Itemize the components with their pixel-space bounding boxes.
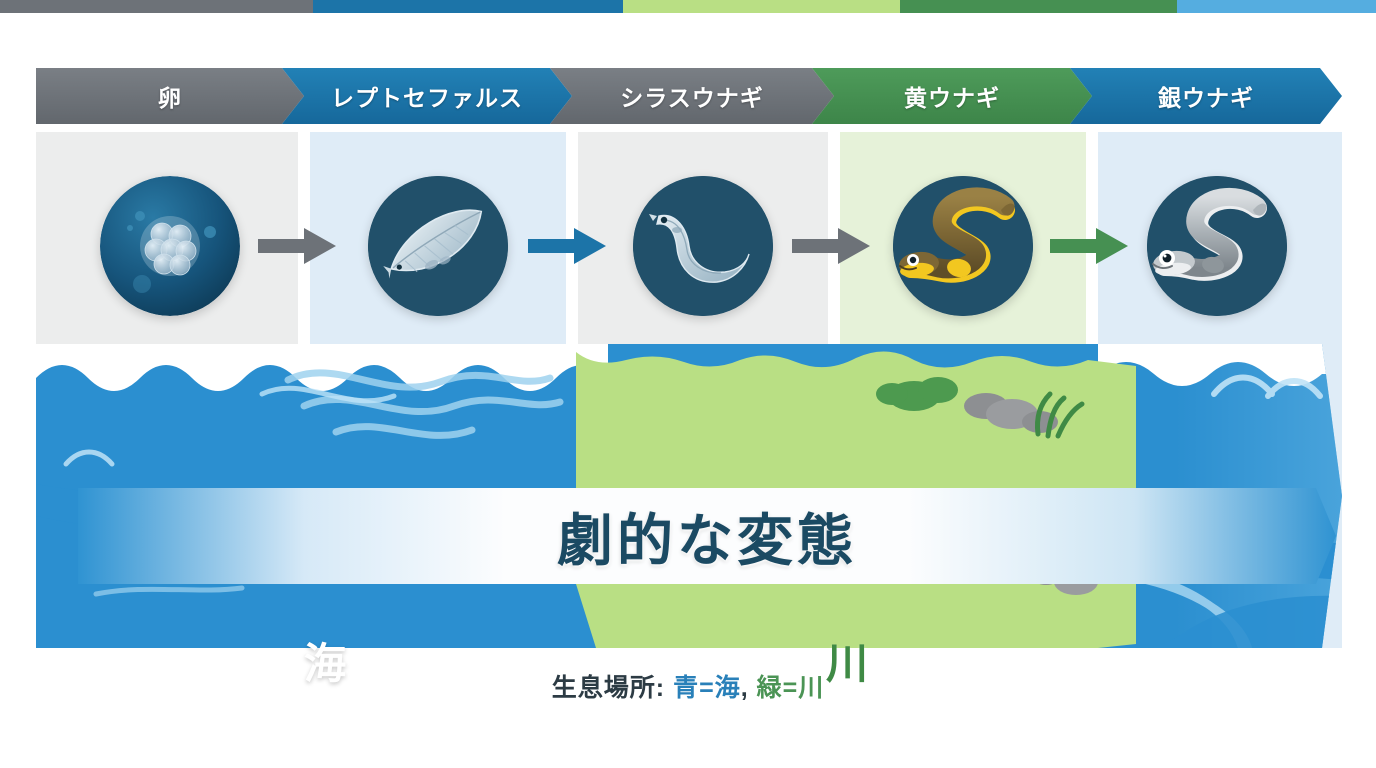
stage-ribbon-leptocephalus[interactable]: レプトセファルス: [282, 68, 572, 124]
topbar-segment-egg: [0, 0, 313, 13]
banner-title: 劇的な変態: [557, 508, 857, 572]
habitat-label-sea: 海: [304, 640, 349, 687]
banner-shape: [78, 488, 1336, 584]
habitat-legend-caption: 生息場所: 青=海, 緑=川: [0, 668, 1376, 704]
stage-ribbon-yellow-eel[interactable]: 黄ウナギ: [812, 68, 1092, 124]
topbar-segment-yellow-eel: [900, 0, 1177, 13]
caption-sea-key: 青=海: [673, 674, 741, 702]
stage-icon-cell-egg: [36, 146, 304, 346]
caption-prefix: 生息場所:: [551, 674, 674, 702]
caption-river-key: 緑=川: [756, 674, 825, 702]
arrow-leptocephalus-to-glass-eel: [528, 226, 606, 266]
arrow-yellow-eel-to-silver-eel: [1050, 226, 1128, 266]
stage-icon-cell-glass-eel: [572, 146, 834, 346]
riverbank-grass: [1035, 391, 1085, 439]
metamorphosis-banner: 劇的な変態: [78, 488, 1336, 584]
caption-separator: ,: [740, 674, 757, 702]
stage-ribbon-row: 卵 レプトセファルス シラスウナギ 黄ウナギ 銀ウナギ: [36, 68, 1342, 132]
stage-icon-cell-yellow-eel: [834, 146, 1092, 346]
stage-icon-cell-silver-eel: [1092, 146, 1342, 346]
silver-eel-icon[interactable]: [1147, 176, 1287, 316]
habitat-label-river: 川: [826, 640, 871, 687]
riverbank-bush: [876, 377, 958, 411]
stage-ribbon-silver-eel[interactable]: 銀ウナギ: [1070, 68, 1342, 124]
stage-ribbon-egg[interactable]: 卵: [36, 68, 304, 124]
stage-icon-row: [36, 146, 1342, 346]
yellow-eel-icon[interactable]: [893, 176, 1033, 316]
stage-ribbon-label-egg: 卵: [158, 85, 182, 111]
eel-egg-cluster-icon[interactable]: [100, 176, 240, 316]
topbar-segment-leptocephalus: [313, 0, 623, 13]
stage-ribbon-label-glass-eel: シラスウナギ: [620, 85, 764, 111]
topbar-segment-glass-eel: [623, 0, 900, 13]
topbar-segment-silver-eel: [1177, 0, 1376, 13]
life-cycle-figure: 劇的な変態 海 川 卵 レプトセファルス シラスウナギ 黄ウナギ 銀ウナギ: [36, 68, 1342, 687]
glass-eel-icon[interactable]: [633, 176, 773, 316]
stage-ribbon-label-silver-eel: 銀ウナギ: [1158, 85, 1254, 111]
leptocephalus-larva-icon[interactable]: [368, 176, 508, 316]
top-color-bar: [0, 0, 1376, 13]
stage-ribbon-label-yellow-eel: 黄ウナギ: [904, 85, 1000, 111]
arrow-egg-to-leptocephalus: [258, 226, 336, 266]
stage-ribbon-glass-eel[interactable]: シラスウナギ: [550, 68, 834, 124]
stage-icon-cell-leptocephalus: [304, 146, 572, 346]
stage-ribbon-label-leptocephalus: レプトセファルス: [331, 85, 523, 111]
arrow-glass-eel-to-yellow-eel: [792, 226, 870, 266]
